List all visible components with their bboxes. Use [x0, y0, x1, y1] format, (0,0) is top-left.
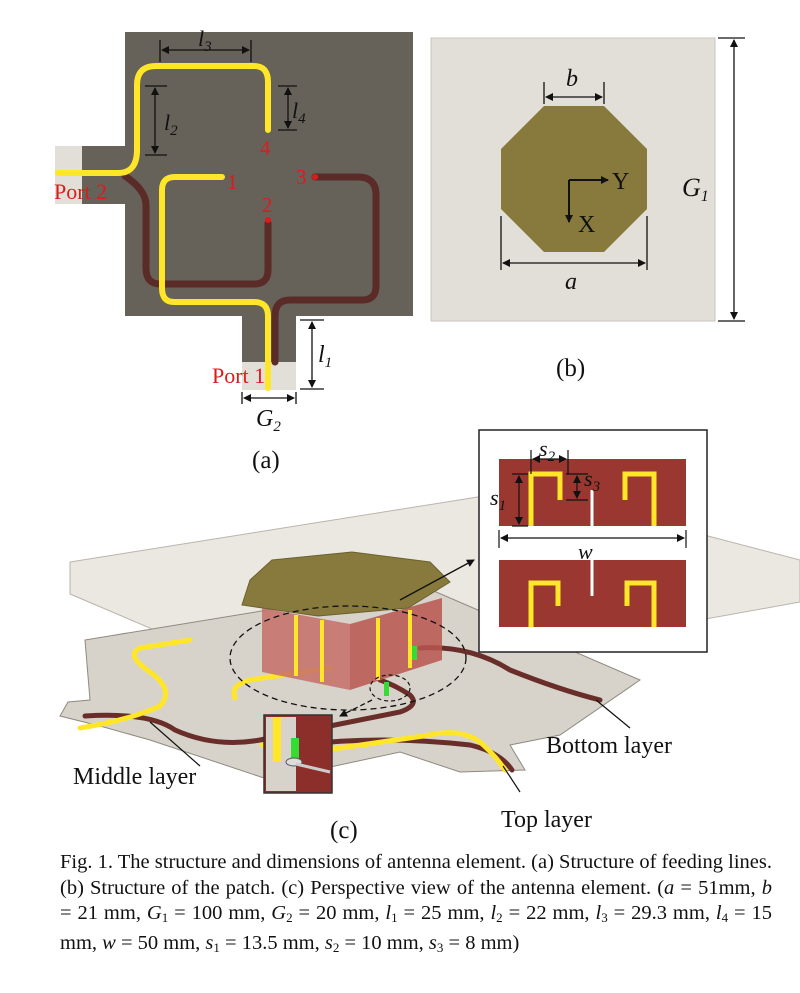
- slot-dimension-inset: s2 s3 s1 w: [478, 429, 708, 653]
- panel-a-label: (a): [252, 447, 280, 474]
- dim-a-label: a: [565, 269, 577, 295]
- panel-b-label: (b): [556, 355, 585, 382]
- axis-x-label: X: [578, 212, 595, 238]
- slot-wall-right: [350, 598, 442, 690]
- dim-w-label: w: [578, 539, 593, 564]
- node-label-1: 1: [227, 170, 238, 194]
- panel-c-perspective: s2 s3 s1 w Middle layer Bottom layer Top…: [59, 429, 800, 844]
- node-label-2: 2: [262, 193, 273, 217]
- caption-intro: Fig. 1. The structure and dimensions of …: [60, 851, 772, 899]
- dim-b-label: b: [566, 66, 578, 92]
- panel-c-label: (c): [330, 817, 358, 844]
- feed-board: [55, 32, 413, 390]
- dim-l3-label: l3: [198, 26, 212, 55]
- dim-a: a: [500, 216, 648, 295]
- figure-canvas: 1 2 3 4 Port 2 Port 1 l3 l2 l4: [54, 26, 800, 844]
- bottom-layer-label: Bottom layer: [546, 733, 672, 759]
- bottom-feed-line: [121, 172, 380, 366]
- via-highlight-ellipse: [369, 674, 411, 702]
- node-label-4: 4: [260, 136, 271, 160]
- perspective-patch: [241, 551, 451, 617]
- via-zoom-inset: [263, 714, 333, 794]
- dim-l1-label: l1: [318, 342, 332, 371]
- via-3: [312, 174, 318, 180]
- slot-highlight-ellipse: [229, 605, 467, 711]
- middle-layer-label: Middle layer: [73, 764, 196, 790]
- dim-l1: l1: [300, 319, 332, 390]
- axis-y-label: Y: [612, 169, 629, 195]
- panel-a-feeding-lines: 1 2 3 4 Port 2 Port 1 l3 l2 l4: [54, 26, 413, 474]
- dim-G2-label: G2: [256, 406, 281, 435]
- caption-outro: ): [512, 931, 520, 954]
- figure-caption: Fig. 1. The structure and dimensions of …: [60, 850, 772, 960]
- port-1-label: Port 1: [212, 363, 265, 388]
- dim-b: b: [543, 66, 605, 104]
- caption-parameters: a = 51mm, b = 21 mm, G1 = 100 mm, G2 = 2…: [60, 876, 773, 955]
- node-label-3: 3: [296, 165, 307, 189]
- inset-arrow-upper: [399, 559, 475, 601]
- port-2-label: Port 2: [54, 179, 107, 204]
- via-2: [265, 217, 271, 223]
- panel-b-patch: b a G1 Y X (b): [430, 37, 745, 382]
- top-feed-line: [55, 63, 271, 391]
- slot-wall-left: [262, 608, 350, 690]
- top-layer-label: Top layer: [501, 807, 592, 833]
- dim-G2: G2: [241, 392, 297, 435]
- bottom-layer-line: [82, 645, 603, 773]
- inset-arrow-lower: [339, 699, 373, 717]
- coordinate-axes: Y X: [565, 169, 629, 238]
